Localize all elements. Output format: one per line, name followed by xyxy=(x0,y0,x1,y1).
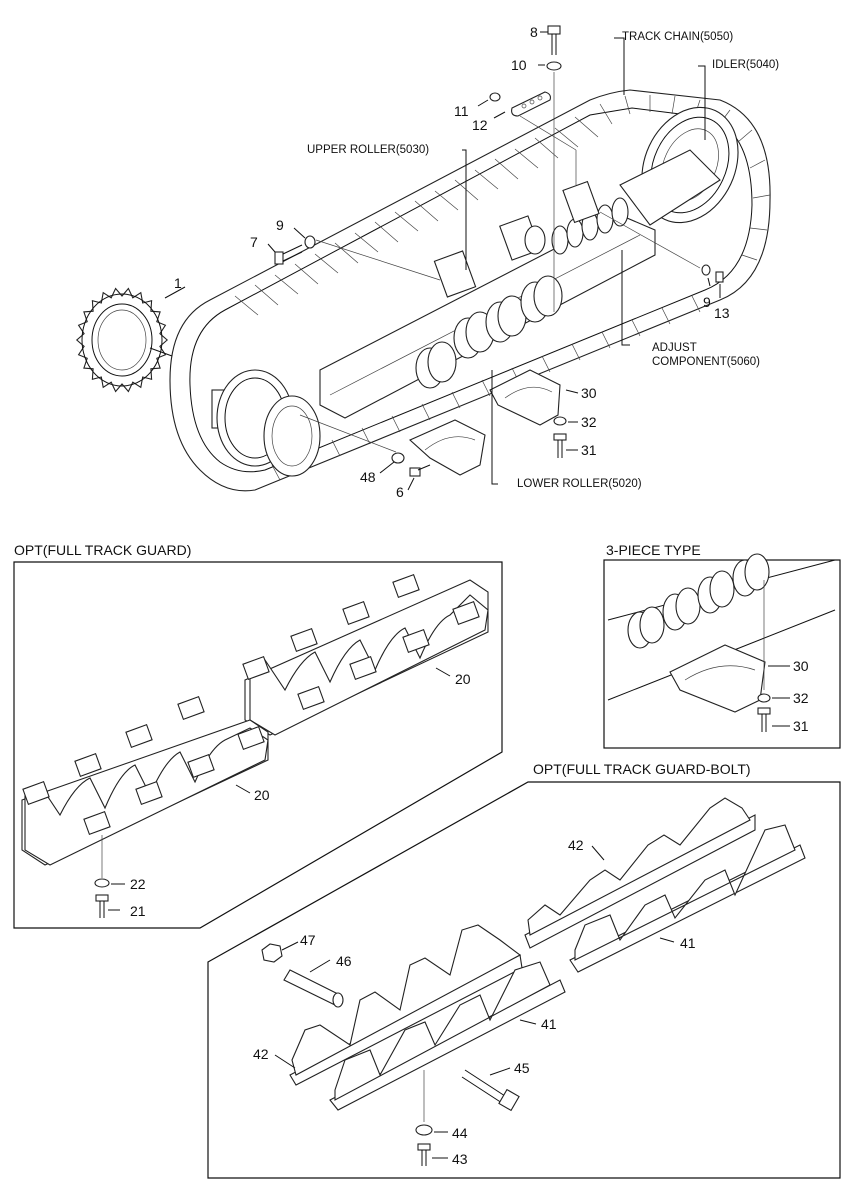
part-number: 42 xyxy=(568,837,584,853)
part-number: 9 xyxy=(276,217,284,233)
track-chain-label: TRACK CHAIN(5050) xyxy=(622,31,734,43)
part-number: 10 xyxy=(511,57,527,73)
part-number: 1 xyxy=(174,275,182,291)
fasteners xyxy=(274,25,724,477)
part-number: 41 xyxy=(541,1016,557,1032)
sprocket xyxy=(75,287,173,393)
part-number: 46 xyxy=(336,953,352,969)
part-number: 20 xyxy=(455,671,471,687)
part-number: 31 xyxy=(793,718,809,734)
part-number: 31 xyxy=(581,442,597,458)
part-number: 6 xyxy=(396,484,404,500)
part-number: 47 xyxy=(300,932,316,948)
part-number: 32 xyxy=(793,690,809,706)
part-number: 21 xyxy=(130,903,146,919)
part-number: 48 xyxy=(360,469,376,485)
part-number: 8 xyxy=(530,24,538,40)
full-track-guard-bolt-section xyxy=(207,781,841,1179)
part-number: 41 xyxy=(680,935,696,951)
part-number: 30 xyxy=(581,385,597,401)
part-number: 42 xyxy=(253,1046,269,1062)
adjust-component-label-2: COMPONENT(5060) xyxy=(652,356,760,368)
part-number: 9 xyxy=(703,294,711,310)
part-number: 12 xyxy=(472,117,488,133)
part-number: 45 xyxy=(514,1060,530,1076)
three-piece-type-section xyxy=(603,553,841,749)
full-track-guard-title: OPT(FULL TRACK GUARD) xyxy=(14,542,192,558)
part-number: 44 xyxy=(452,1125,468,1141)
track-assembly xyxy=(169,89,771,492)
full-track-guard-section xyxy=(13,561,503,929)
three-piece-type-title: 3-PIECE TYPE xyxy=(606,542,701,558)
part-number: 11 xyxy=(454,103,469,119)
part-number: 32 xyxy=(581,414,597,430)
part-number: 30 xyxy=(793,658,809,674)
lower-roller-label: LOWER ROLLER(5020) xyxy=(517,478,642,490)
idler-label: IDLER(5040) xyxy=(712,59,780,71)
part-number: 20 xyxy=(254,787,270,803)
upper-roller-label: UPPER ROLLER(5030) xyxy=(307,144,430,156)
full-track-guard-bolt-title: OPT(FULL TRACK GUARD-BOLT) xyxy=(533,761,751,777)
upper-rollers xyxy=(433,180,600,298)
part-number: 22 xyxy=(130,876,146,892)
lower-rollers xyxy=(415,275,563,389)
leader-lines xyxy=(164,31,721,491)
part-number: 13 xyxy=(714,305,730,321)
part-number: 7 xyxy=(250,234,258,250)
part-number: 43 xyxy=(452,1151,468,1167)
adjust-component-label-1: ADJUST xyxy=(652,342,697,354)
final-drive xyxy=(211,369,321,477)
